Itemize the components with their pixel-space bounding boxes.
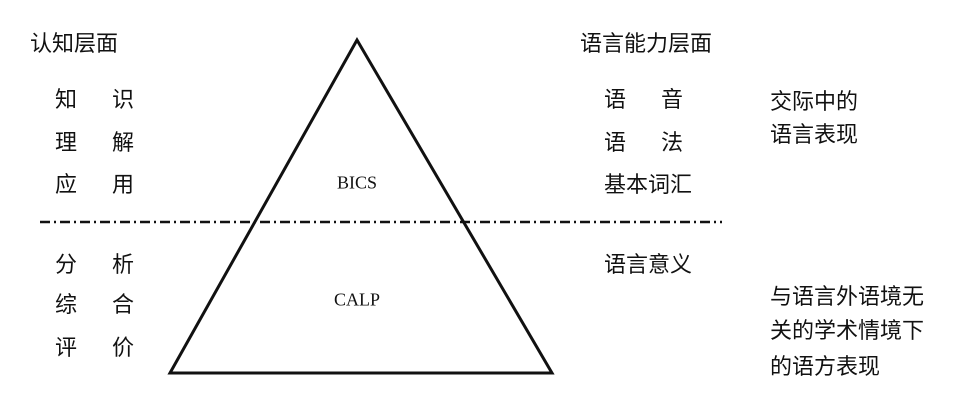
calp-label: CALP (333, 289, 381, 310)
pyramid-triangle (167, 36, 555, 375)
note-lower-line: 关的学术情境下 (770, 319, 925, 344)
right-item: 语言意义 (604, 253, 693, 278)
left-item: 应 用 (55, 173, 148, 198)
right-item: 基本词汇 (604, 173, 693, 198)
note-lower-line: 与语言外语境无 (770, 285, 925, 310)
left-item: 综 合 (55, 293, 148, 318)
note-upper-line: 语言表现 (770, 123, 859, 148)
left-heading: 认知层面 (30, 32, 119, 57)
left-item: 理 解 (55, 131, 148, 156)
note-lower-line: 的语方表现 (770, 355, 881, 380)
left-item: 分 析 (55, 253, 148, 278)
left-item: 知 识 (55, 88, 148, 113)
left-item: 评 价 (55, 336, 148, 361)
note-upper-line: 交际中的 (770, 90, 859, 115)
right-item: 语 音 (604, 88, 697, 113)
bics-label: BICS (336, 172, 378, 193)
right-item: 语 法 (604, 131, 697, 156)
right-heading: 语言能力层面 (580, 32, 713, 57)
